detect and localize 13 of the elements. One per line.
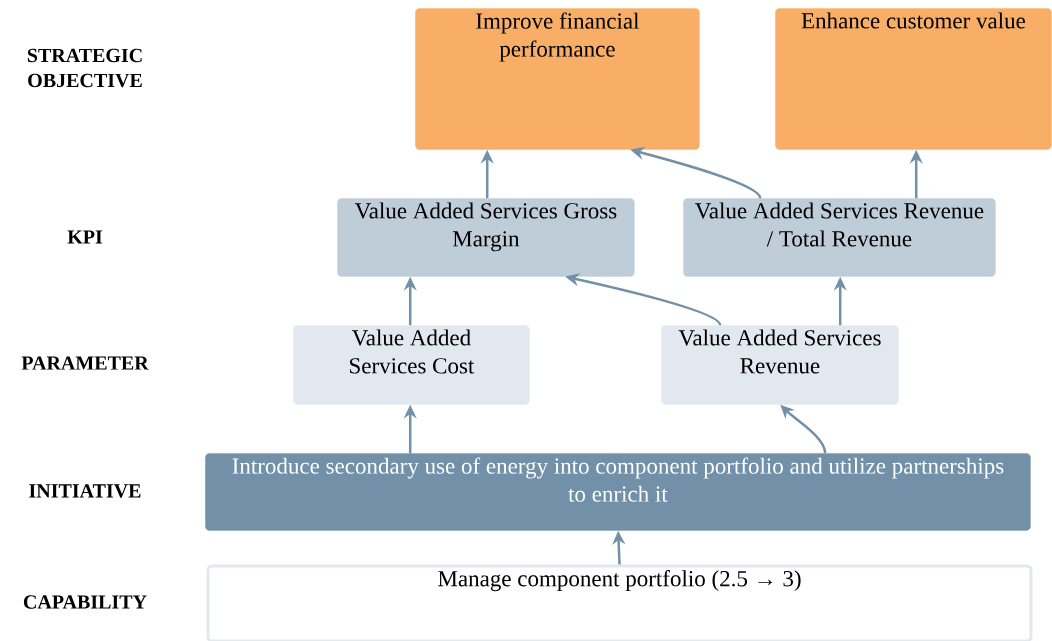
row-label: INITIATIVE bbox=[29, 484, 141, 498]
row-label: PARAMETER bbox=[21, 356, 149, 370]
row-label: CAPABILITY bbox=[23, 595, 147, 609]
parameter-box: Value Added Services Cost bbox=[293, 325, 530, 405]
kpi-box: Value Added Services Revenue / Total Revenue bbox=[683, 198, 996, 277]
initiative-box: Introduce secondary use of energy into component portfolio and utilize partnerships to enrich it bbox=[205, 453, 1031, 531]
objective-box: Improve financial performance bbox=[415, 8, 700, 150]
row-label: STRATEGIC OBJECTIVE bbox=[27, 48, 142, 88]
kpi-box: Value Added Services Gross Margin bbox=[337, 198, 635, 277]
row-label: KPI bbox=[67, 230, 103, 244]
capability-box: Manage component portfolio (2.5 → 3) bbox=[206, 564, 1033, 641]
parameter-box: Value Added Services Revenue bbox=[661, 325, 899, 405]
objective-box: Enhance customer value bbox=[775, 8, 1052, 150]
